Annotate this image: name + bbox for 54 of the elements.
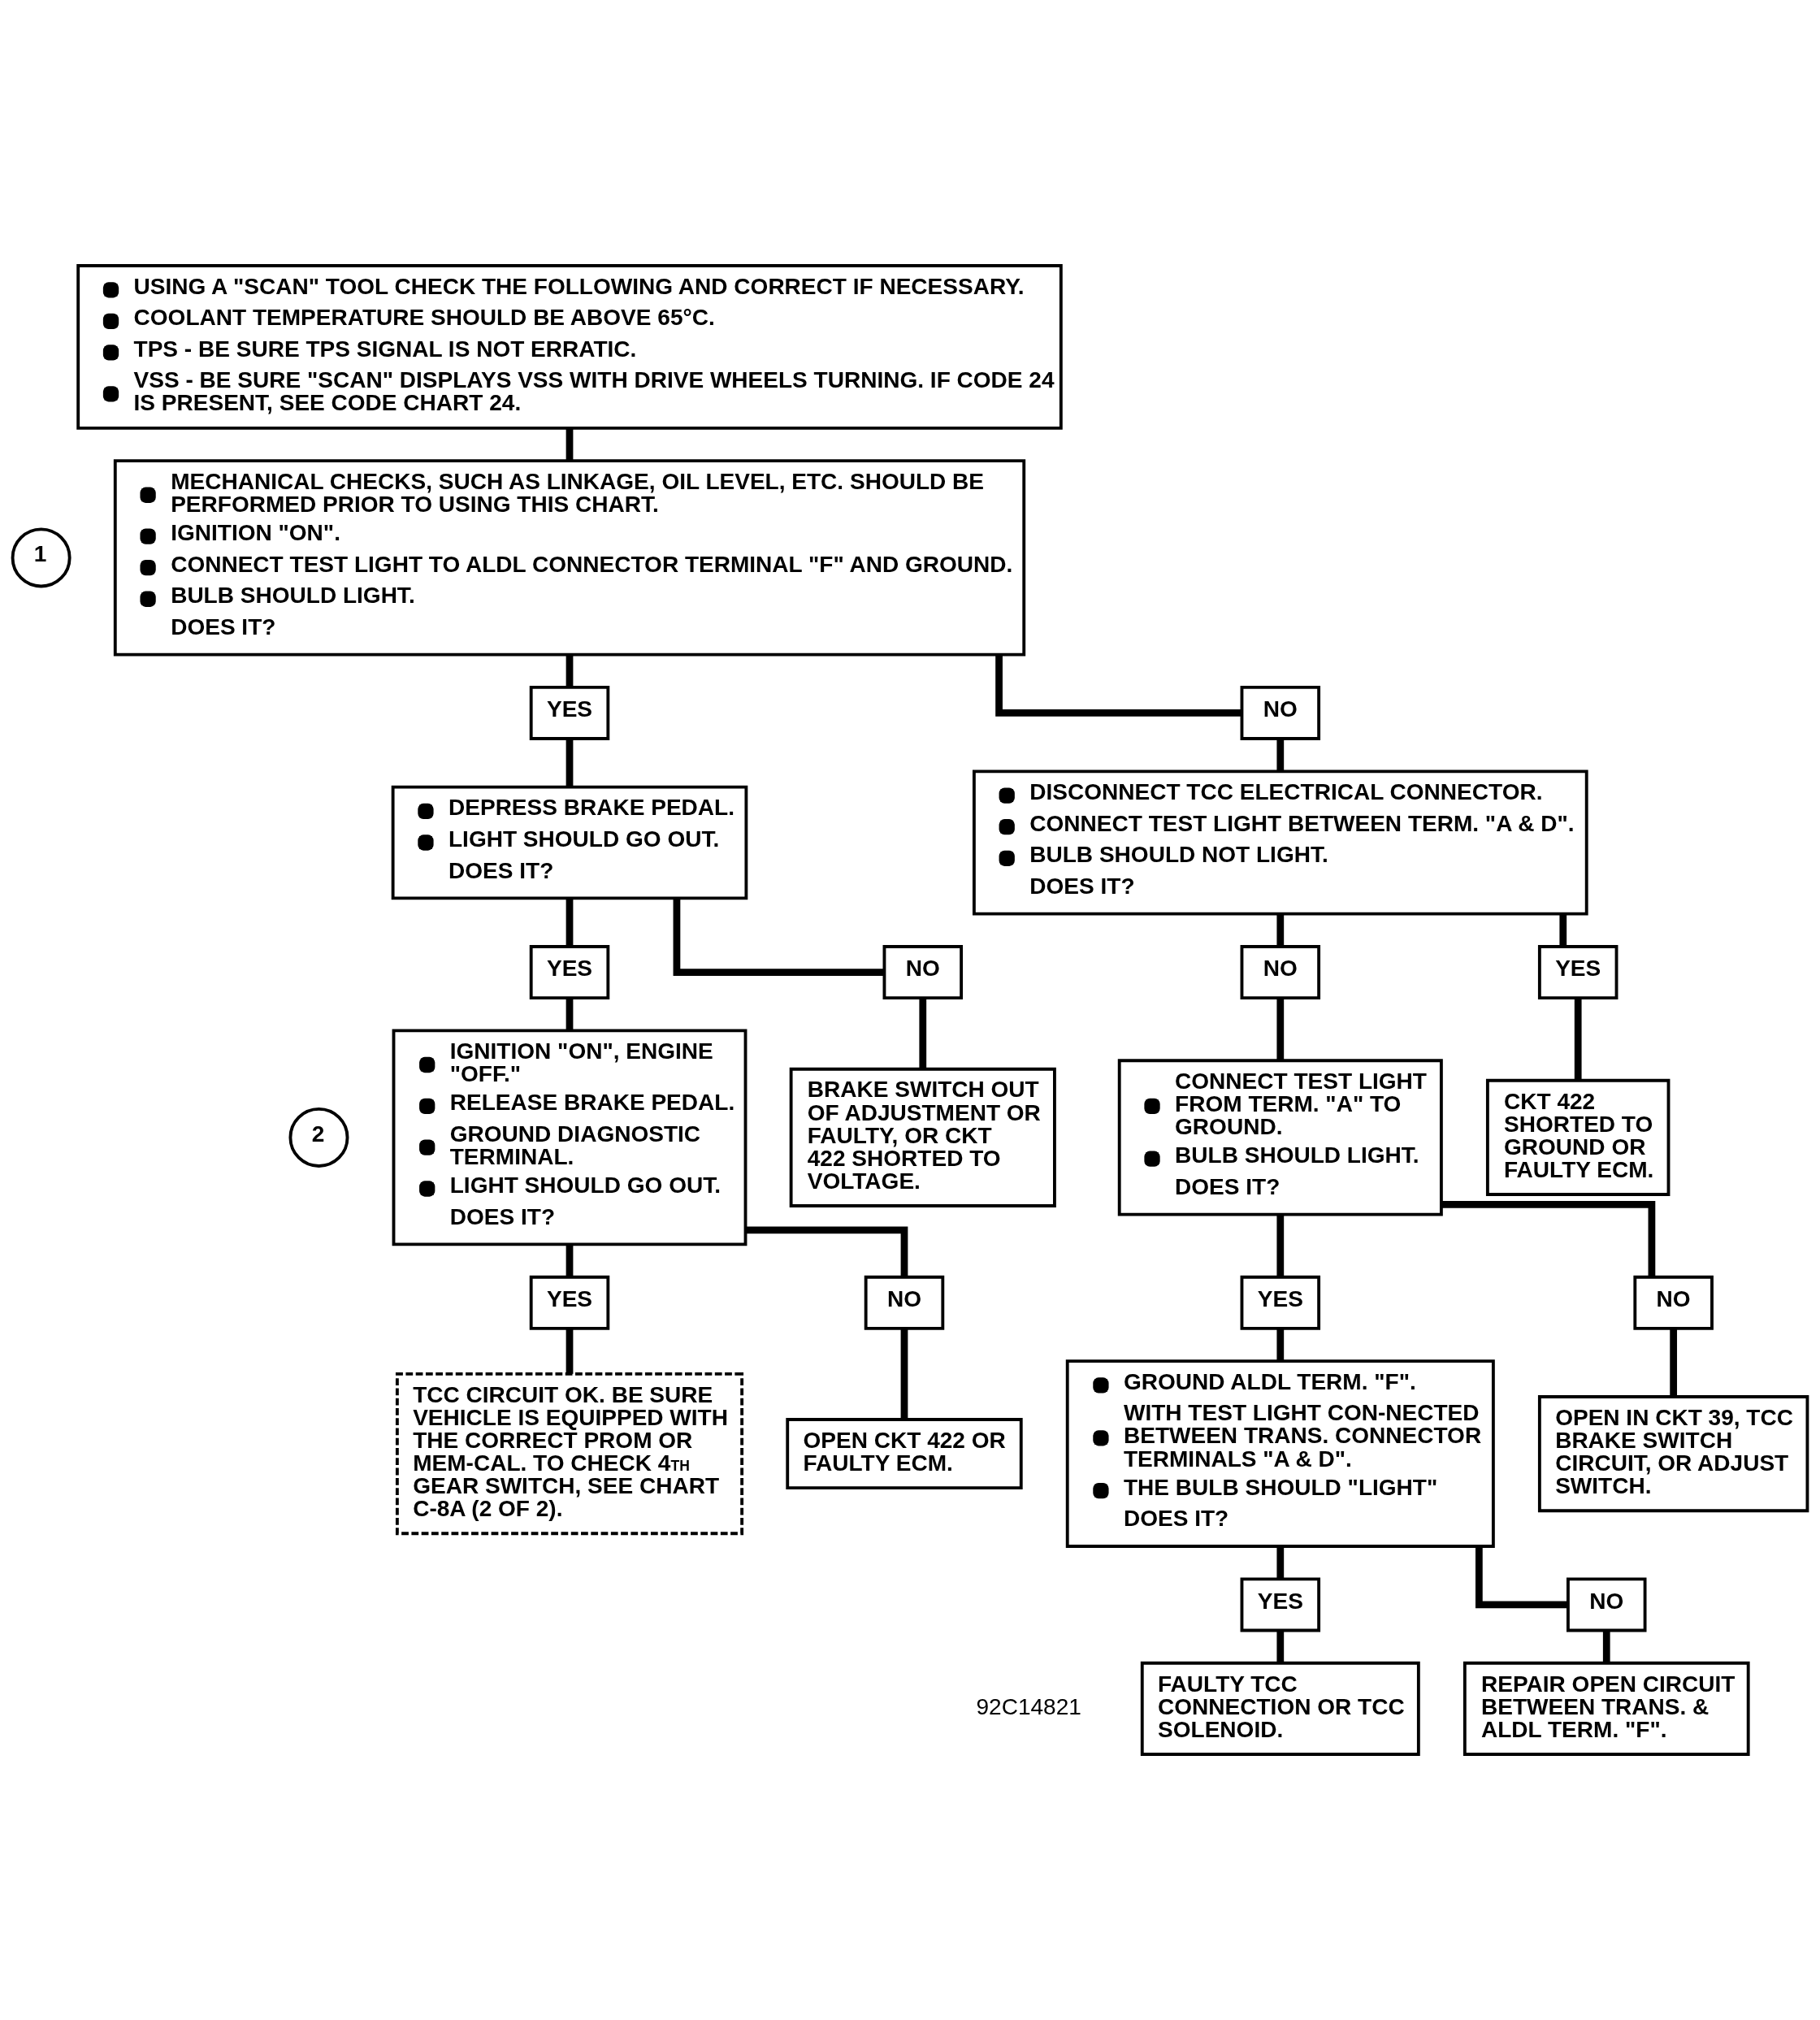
connector xyxy=(900,1329,908,1420)
node-box: NO xyxy=(1240,945,1321,1000)
connector xyxy=(673,898,884,976)
node-box: NO xyxy=(864,1275,945,1330)
label: 92C14821 xyxy=(976,1693,1081,1719)
node-box: YES xyxy=(529,686,610,740)
node-box: REPAIR OPEN CIRCUIT BETWEEN TRANS. & ALDL TERM. "F". xyxy=(1462,1661,1750,1756)
node-circle: 2 xyxy=(288,1107,349,1168)
connector xyxy=(995,654,1242,717)
node-box: OPEN CKT 422 OR FAULTY ECM. xyxy=(786,1418,1023,1490)
node-box: DEPRESS BRAKE PEDAL. LIGHT SHOULD GO OUT. DOES IT? xyxy=(391,785,748,900)
node-circle: 1 xyxy=(11,527,72,588)
node-box: OPEN IN CKT 39, TCC BRAKE SWITCH CIRCUIT, OR ADJUST SWITCH. xyxy=(1537,1395,1809,1513)
connector xyxy=(1602,1630,1610,1663)
connector xyxy=(1276,1630,1285,1663)
node-box: NO xyxy=(1566,1577,1647,1632)
node-box: MECHANICAL CHECKS, SUCH AS LINKAGE, OIL LEVEL, ETC. SHOULD BE PERFORMED PRIOR TO USING THIS CHART. IGNITION "ON". CONNECT TEST LIGHT TO ALDL CONNECTOR TERMINAL "F" AND GROUND. BULB SHOULD LIGHT. DOES IT? xyxy=(113,459,1026,657)
connector xyxy=(1559,913,1567,947)
connector xyxy=(566,1244,574,1277)
connector xyxy=(1276,1329,1285,1361)
node-box: NO xyxy=(882,945,964,1000)
node-box: YES xyxy=(1537,945,1618,1000)
connector xyxy=(566,428,574,461)
node-box: CKT 422 SHORTED TO GROUND OR FAULTY ECM. xyxy=(1485,1078,1670,1196)
connector xyxy=(1276,913,1285,947)
connector xyxy=(1276,1546,1285,1579)
node-box: TCC CIRCUIT OK. BE SURE VEHICLE IS EQUIPPED WITH THE CORRECT PROM OR MEM-CAL. TO CHECK 4TH GEAR SWITCH, SEE CHART C-8A (2 OF 2). xyxy=(395,1372,744,1536)
node-box: YES xyxy=(1240,1275,1321,1330)
connector xyxy=(1276,739,1285,772)
connector xyxy=(566,654,574,687)
connector xyxy=(1276,998,1285,1061)
connector xyxy=(566,739,574,787)
connector xyxy=(566,898,574,947)
connector xyxy=(1276,1215,1285,1277)
connector xyxy=(566,998,574,1030)
connector xyxy=(745,1226,908,1277)
connector xyxy=(1441,1200,1656,1277)
node-box: USING A "SCAN" TOOL CHECK THE FOLLOWING AND CORRECT IF NECESSARY. COOLANT TEMPERATURE SHOULD BE ABOVE 65°C. TPS - BE SURE TPS SIGNAL IS NOT ERRATIC. VSS - BE SURE "SCAN" DISPLAYS VSS WITH DRIVE WHEELS TURNING. IF CODE 24 IS PRESENT, SEE CODE CHART 24. xyxy=(76,264,1063,430)
node-box: FAULTY TCC CONNECTION OR TCC SOLENOID. xyxy=(1140,1661,1420,1756)
node-box: DISCONNECT TCC ELECTRICAL CONNECTOR. CONNECT TEST LIGHT BETWEEN TERM. "A & D". BULB SHOULD NOT LIGHT. DOES IT? xyxy=(972,769,1588,916)
node-box: IGNITION "ON", ENGINE "OFF." RELEASE BRAKE PEDAL. GROUND DIAGNOSTIC TERMINAL. LIGHT SHOULD GO OUT. DOES IT? xyxy=(392,1029,748,1246)
node-box: GROUND ALDL TERM. "F". WITH TEST LIGHT CON-NECTED BETWEEN TRANS. CONNECTOR TERMINALS "A & D". THE BULB SHOULD "LIGHT" DOES IT? xyxy=(1065,1359,1495,1548)
connector xyxy=(919,998,927,1069)
node-box: NO xyxy=(1633,1275,1714,1330)
node-box: CONNECT TEST LIGHT FROM TERM. "A" TO GROUND. BULB SHOULD LIGHT. DOES IT? xyxy=(1117,1059,1443,1216)
node-box: YES xyxy=(529,945,610,1000)
node-box: NO xyxy=(1240,686,1321,740)
connector xyxy=(1670,1329,1678,1397)
node-box: YES xyxy=(1240,1577,1321,1632)
node-box: BRAKE SWITCH OUT OF ADJUSTMENT OR FAULTY, OR CKT 422 SHORTED TO VOLTAGE. xyxy=(789,1067,1056,1207)
connector xyxy=(566,1329,574,1374)
node-box: YES xyxy=(529,1275,610,1330)
connector xyxy=(1574,998,1582,1081)
connector xyxy=(1475,1546,1568,1609)
